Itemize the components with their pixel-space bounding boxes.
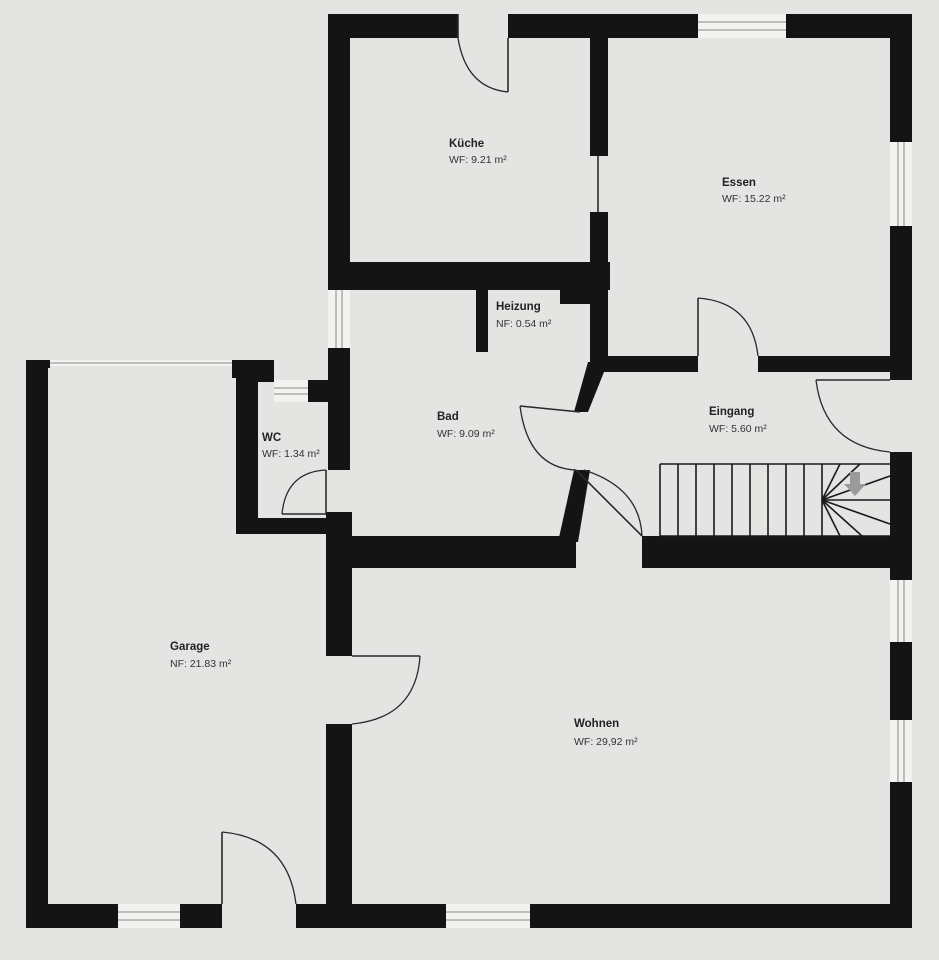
door-swing-icon bbox=[815, 379, 891, 453]
room-kueche: Küche WF: 9.21 m² bbox=[449, 138, 507, 166]
room-bad: Bad WF: 9.09 m² bbox=[437, 411, 495, 440]
room-area: WF: 1.34 m² bbox=[262, 448, 320, 460]
window-icon bbox=[328, 290, 350, 348]
window-icon bbox=[698, 14, 786, 38]
room-name: Wohnen bbox=[574, 718, 619, 730]
room-labels: Küche WF: 9.21 m² Essen WF: 15.22 m² Hei… bbox=[170, 138, 786, 748]
door-swing-icon bbox=[519, 405, 581, 471]
room-wohnen: Wohnen WF: 29,92 m² bbox=[574, 718, 638, 748]
window-icon bbox=[890, 580, 912, 642]
room-name: Eingang bbox=[709, 406, 754, 418]
window-icon bbox=[890, 142, 912, 226]
room-area: WF: 29,92 m² bbox=[574, 736, 638, 748]
room-name: Heizung bbox=[496, 301, 541, 313]
down-arrow-icon bbox=[844, 472, 866, 496]
room-heizung: Heizung NF: 0.54 m² bbox=[496, 301, 552, 330]
door-swing-icon bbox=[351, 655, 421, 725]
room-name: Garage bbox=[170, 641, 210, 653]
room-area: NF: 0.54 m² bbox=[496, 318, 552, 330]
room-wc: WC WF: 1.34 m² bbox=[262, 432, 320, 460]
door-swing-icon bbox=[697, 297, 759, 357]
room-eingang: Eingang WF: 5.60 m² bbox=[709, 406, 767, 435]
door-swing-icon bbox=[457, 14, 509, 93]
staircase-icon bbox=[659, 463, 891, 537]
room-area: WF: 9.09 m² bbox=[437, 428, 495, 440]
room-garage: Garage NF: 21.83 m² bbox=[170, 641, 232, 670]
door-swing-icon bbox=[221, 831, 297, 905]
windows bbox=[50, 14, 912, 928]
room-area: WF: 9.21 m² bbox=[449, 154, 507, 166]
room-essen: Essen WF: 15.22 m² bbox=[722, 177, 786, 205]
window-icon bbox=[890, 720, 912, 782]
room-name: Bad bbox=[437, 411, 459, 423]
room-name: Küche bbox=[449, 138, 484, 150]
door-swing-icon bbox=[281, 469, 327, 515]
room-name: Essen bbox=[722, 177, 756, 189]
door-swing-icon bbox=[575, 469, 643, 537]
room-name: WC bbox=[262, 432, 281, 444]
window-icon bbox=[446, 904, 530, 928]
doors bbox=[221, 14, 891, 905]
window-icon bbox=[274, 380, 308, 402]
room-area: NF: 21.83 m² bbox=[170, 658, 232, 670]
room-area: WF: 5.60 m² bbox=[709, 423, 767, 435]
room-area: WF: 15.22 m² bbox=[722, 193, 786, 205]
window-icon bbox=[118, 904, 180, 928]
walls bbox=[26, 14, 912, 928]
window-icon bbox=[50, 360, 232, 366]
